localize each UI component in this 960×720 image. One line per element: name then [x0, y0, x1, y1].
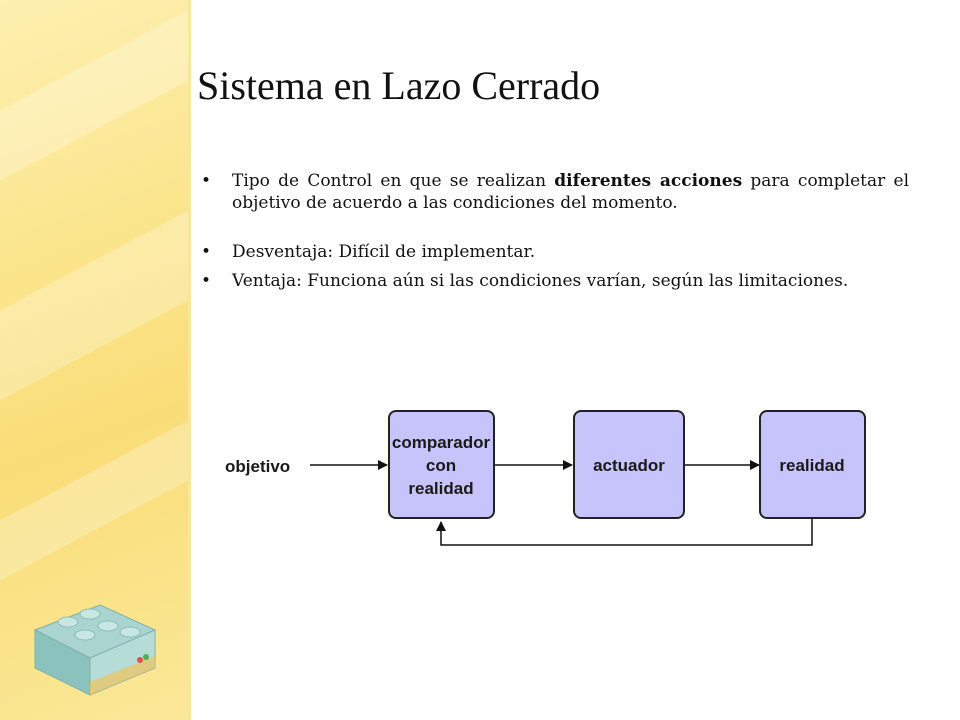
bullet-bold-text: diferentes acciones: [554, 171, 743, 191]
bullet-text: Tipo de Control en que se realizan: [232, 171, 555, 191]
bullet-dot: •: [201, 171, 212, 191]
bullet-text: Ventaja: Funciona aún si las condiciones…: [232, 271, 849, 291]
node-box: [388, 410, 495, 519]
bullet-text: para completar el objetivo de acuerdo a …: [232, 171, 910, 213]
node-label-line: realidad: [408, 479, 473, 498]
node-label-line: actuador: [593, 456, 665, 475]
lego-brick-icon: [33, 604, 157, 696]
bullet-item-definition: • Tipo de Control en que se realizan dif…: [197, 170, 909, 214]
decorative-side-panel: [0, 0, 190, 720]
edge-feedback-realidad-comparador: [436, 519, 813, 546]
node-realidad: realidad: [759, 410, 866, 519]
node-box: [573, 410, 685, 519]
bullet-text: Desventaja: Difícil de implementar.: [232, 242, 536, 262]
node-label-line: con: [426, 456, 456, 475]
panel-edge: [188, 0, 191, 720]
bullet-dot: •: [201, 271, 212, 291]
node-box: [759, 410, 866, 519]
slide-title: Sistema en Lazo Cerrado: [197, 63, 601, 108]
bullet-dot: •: [201, 242, 212, 262]
bullet-item-disadvantage: • Desventaja: Difícil de implementar.: [197, 241, 909, 263]
bullet-list: • Tipo de Control en que se realizan dif…: [197, 170, 909, 292]
node-label-line: comparador: [392, 433, 491, 452]
node-comparador: comparador con realidad: [388, 410, 495, 519]
node-label-line: realidad: [779, 456, 844, 475]
bullet-item-advantage: • Ventaja: Funciona aún si las condicion…: [197, 270, 909, 292]
node-actuador: actuador: [573, 410, 685, 519]
input-label-objetivo: objetivo: [225, 457, 290, 476]
